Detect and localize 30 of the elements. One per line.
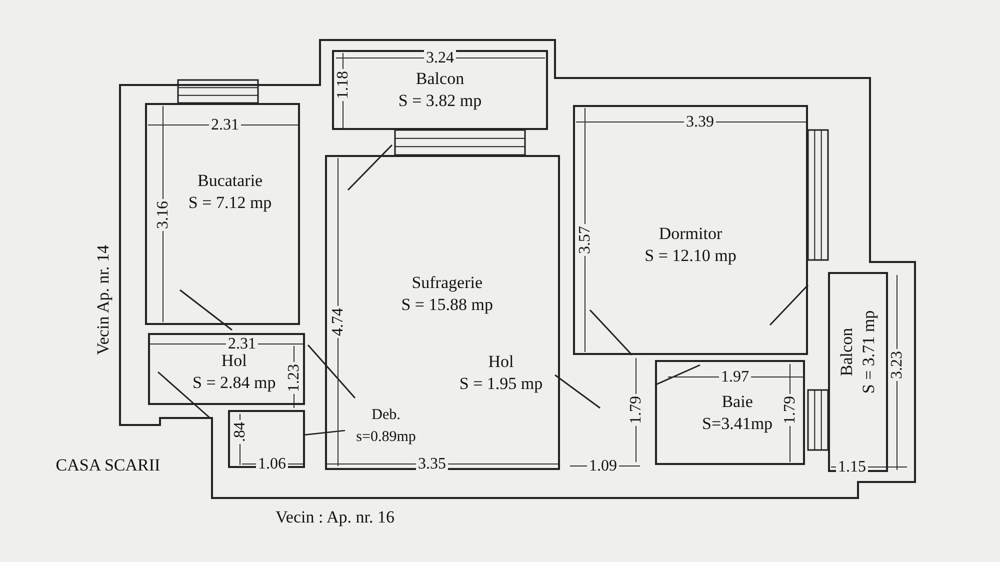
neighbour-label: Vecin Ap. nr. 14 [94,242,112,358]
area-label: s=0.89mp [356,428,416,447]
area-label: S = 7.12 mp [188,192,272,214]
room-name: Hol [488,351,514,373]
area-label: S = 12.10 mp [644,244,736,267]
stairwell-label: CASA SCARII [54,456,162,474]
room-name: Balcon [416,68,464,90]
room-outline [148,333,305,405]
dimension-label: 3.35 [416,456,448,472]
room-outline [145,103,300,325]
room-outline [332,50,548,130]
room-name: Hol [221,350,247,372]
room-name: Deb. [372,406,400,425]
room-outline [655,360,805,465]
area-label: S = 3.82 mp [398,90,482,112]
room-outline [828,272,888,472]
area-label: S = 3.71 mp [858,310,879,394]
area-label: S=3.41mp [702,412,773,434]
room-name: Balcon [836,328,857,376]
room-outline [325,155,560,470]
area-label: S = 1.95 mp [459,373,543,395]
leader-line [304,430,346,436]
room-name: Sufragerie [412,272,482,294]
area-label: S = 15.88 mp [401,294,493,316]
neighbour-label: Vecin : Ap. nr. 16 [274,508,396,526]
area-label: S = 2.84 mp [192,372,276,394]
room-outline [573,105,808,355]
room-name: Bucatarie [197,170,263,192]
room-name: Baie [722,390,753,412]
room-name: Dormitor [658,222,722,245]
